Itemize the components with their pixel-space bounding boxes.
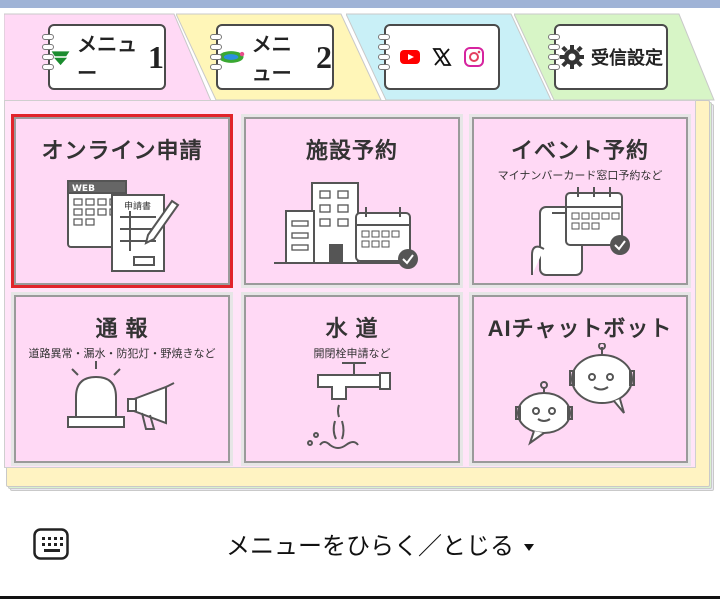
binder-rings [378,34,390,84]
tile-title: AIチャットボット [487,316,673,341]
city-mascot-icon [218,51,245,63]
tab-settings[interactable]: 受信設定 [514,8,720,108]
tab-social-label-box [378,24,500,90]
binder-rings [548,34,560,84]
tile-subtitle: 開閉栓申請など [313,347,391,360]
tile-subtitle: 道路異常・漏水・防犯灯・野焼きなど [28,347,216,360]
online-application-button[interactable]: オンライン申請 WEB 申請書 [11,114,233,288]
tile-title: 水 道 [325,316,379,341]
facility-reservation-button[interactable]: 施設予約 [241,114,463,288]
youtube-icon [400,50,420,64]
alarm-megaphone-icon [67,361,175,430]
binder-rings [42,34,54,84]
ai-chatbot-button[interactable]: AIチャットボット [469,292,691,466]
tab-menu-2-number: 2 [316,38,332,75]
robot-chat-icon [515,343,635,446]
x-icon [432,48,452,66]
tile-title: 通 報 [95,316,149,341]
bottom-divider [0,596,720,599]
top-strip [0,0,720,8]
tab-settings-text: 受信設定 [591,48,663,68]
rich-menu: メニュー 1 メニュー 2 [0,8,720,493]
form-tag: 申請書 [124,200,151,212]
binder-rings [210,34,222,84]
tile-title: オンライン申請 [41,138,203,163]
web-tag: WEB [72,184,95,194]
report-button[interactable]: 通 報 道路異常・漏水・防犯灯・野焼きなど [11,292,233,466]
water-faucet-icon [307,362,391,449]
caret-down-icon [524,543,534,551]
water-service-button[interactable]: 水 道 開閉栓申請など [241,292,463,466]
event-reservation-button[interactable]: イベント予約 マイナンバーカード窓口予約など [469,114,691,288]
instagram-icon [464,47,484,67]
tab-menu-1-label-box: メニュー 1 [42,24,166,90]
tile-title: イベント予約 [510,138,649,163]
phone-calendar-icon [531,187,630,276]
menu-toggle-label: メニューをひらく／とじる [226,532,514,560]
tab-social[interactable] [346,8,556,108]
chat-bottom-bar [0,496,720,596]
keyboard-icon[interactable] [33,528,69,560]
tab-menu-1-text: メニュー [77,34,138,85]
tab-settings-label-box: 受信設定 [548,24,668,90]
menu-toggle-button[interactable]: メニューをひらく／とじる [226,526,534,561]
tile-subtitle: マイナンバーカード窓口予約など [497,169,663,182]
tab-menu-1[interactable]: メニュー 1 [4,8,214,108]
web-application-form-icon: WEB 申請書 [67,180,180,272]
tab-menu-2-text: メニュー [251,34,292,85]
tile-title: 施設予約 [305,138,398,163]
tab-menu-2-label-box: メニュー 2 [210,24,334,90]
gear-icon [560,45,584,69]
building-calendar-icon [274,182,418,269]
tab-menu-1-number: 1 [148,38,164,75]
city-emblem-icon [51,51,70,66]
